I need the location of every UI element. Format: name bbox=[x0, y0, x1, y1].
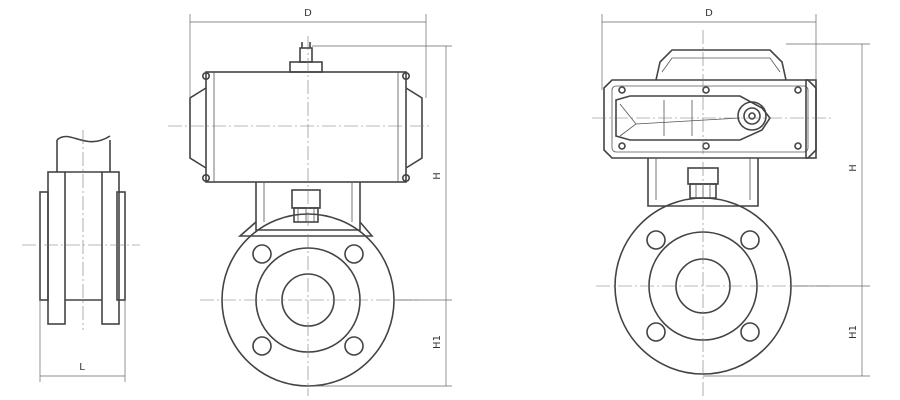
electric-actuator-housing bbox=[603, 79, 817, 159]
handwheel-knob-center bbox=[748, 112, 756, 120]
actuator-bolt bbox=[202, 72, 211, 81]
flange-bolt-hole bbox=[740, 322, 760, 342]
dim-h1b-label: H1 bbox=[848, 325, 859, 339]
housing-screw bbox=[618, 86, 626, 94]
actuator-indicator-shaft bbox=[299, 47, 313, 63]
flange-bolt-hole bbox=[344, 336, 364, 356]
handwheel-knob-inner bbox=[743, 107, 761, 125]
actuator-cover-inner bbox=[661, 57, 781, 73]
flange-bolt-hole bbox=[646, 322, 666, 342]
actuator-side-boss bbox=[805, 79, 817, 159]
actuator-gearbox bbox=[615, 95, 771, 141]
dim-d-label: D bbox=[304, 8, 312, 19]
housing-screw bbox=[702, 142, 710, 150]
flange-bolt-hole bbox=[344, 244, 364, 264]
flange-bolt-hole bbox=[252, 244, 272, 264]
housing-screw bbox=[702, 86, 710, 94]
actuator-top-boss bbox=[289, 61, 323, 73]
side-break-line bbox=[56, 135, 111, 143]
housing-screw bbox=[794, 86, 802, 94]
side-flange-right bbox=[116, 191, 126, 301]
side-flange-left bbox=[39, 191, 49, 301]
actuator-bolt bbox=[401, 174, 410, 183]
flange-bolt-hole bbox=[740, 230, 760, 250]
pneumatic-valve-view: D H H1 bbox=[168, 8, 452, 396]
actuator-bolt bbox=[202, 174, 211, 183]
dim-h2-label: H bbox=[848, 164, 859, 172]
electric-valve-view: D H H1 bbox=[592, 8, 870, 396]
flange-bolt-hole bbox=[646, 230, 666, 250]
side-body-left bbox=[47, 171, 66, 325]
housing-screw bbox=[618, 142, 626, 150]
dim-d2-label: D bbox=[705, 8, 713, 19]
dim-l-label: L bbox=[79, 362, 85, 373]
handwheel-knob-outer bbox=[737, 101, 767, 131]
gearbox-arm bbox=[635, 117, 741, 125]
actuator-end-cap-right bbox=[405, 87, 423, 169]
bracket-foot bbox=[237, 221, 374, 237]
side-view: L bbox=[22, 130, 140, 382]
actuator-end-cap-left bbox=[189, 87, 207, 169]
actuator-top-cover bbox=[655, 49, 787, 81]
dim-h-label: H bbox=[432, 172, 443, 180]
actuator-inner-panel bbox=[611, 85, 809, 153]
stem-coupling bbox=[291, 189, 321, 209]
gearbox-lever bbox=[619, 103, 637, 137]
flange-bolt-hole bbox=[252, 336, 272, 356]
pneumatic-actuator-body bbox=[205, 71, 407, 183]
housing-screw bbox=[794, 142, 802, 150]
dim-h1-label: H1 bbox=[432, 335, 443, 349]
actuator-bolt bbox=[401, 72, 410, 81]
